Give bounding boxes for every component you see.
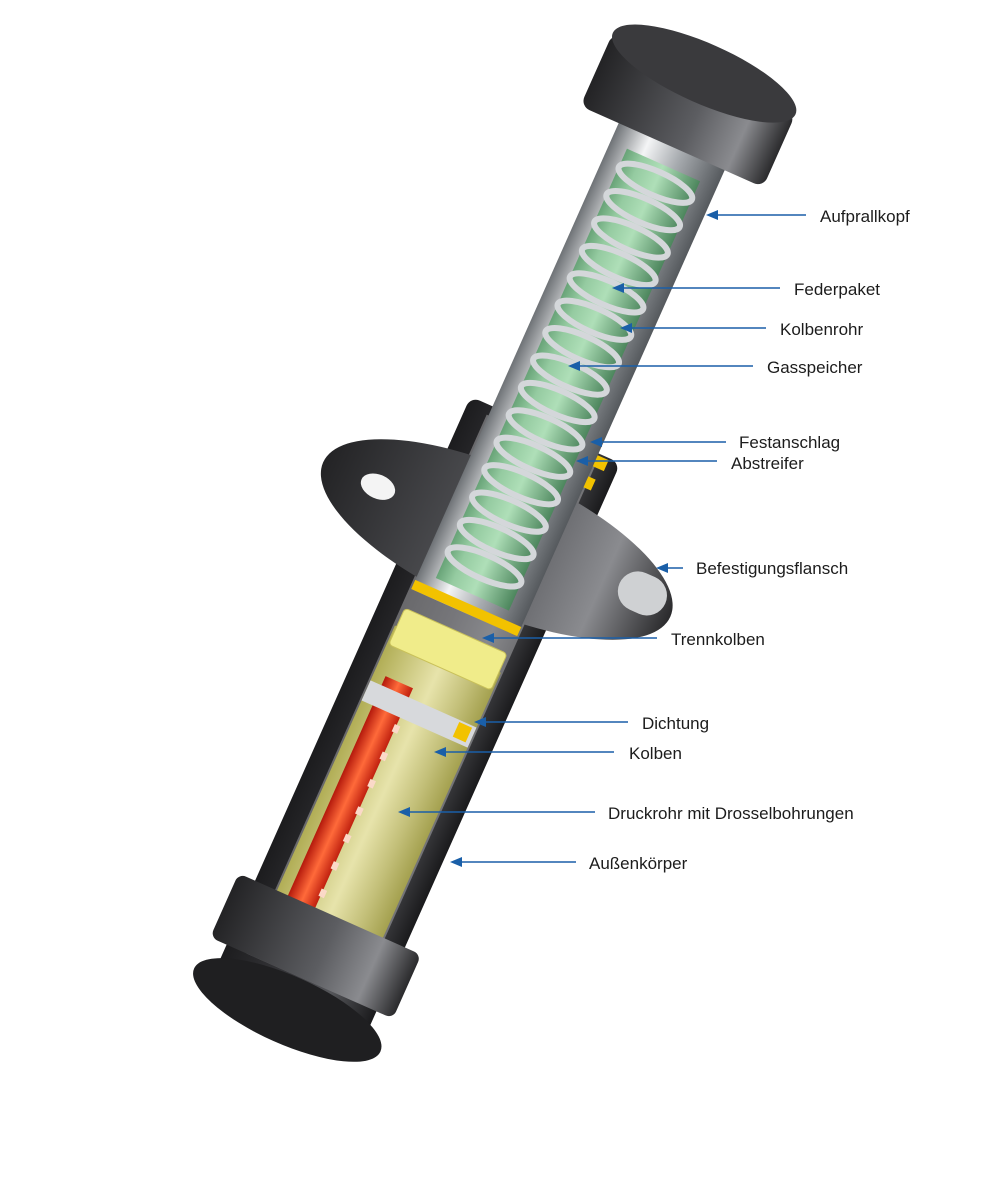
seal-ring bbox=[452, 722, 473, 743]
pressure-tube bbox=[263, 676, 413, 963]
label-festanschlag: Festanschlag bbox=[739, 433, 840, 452]
label-gasspeicher: Gasspeicher bbox=[767, 358, 863, 377]
label-trennkolben: Trennkolben bbox=[671, 630, 765, 649]
label-federpaket: Federpaket bbox=[794, 280, 880, 299]
separating-piston bbox=[389, 608, 507, 690]
label-aufprallkopf: Aufprallkopf bbox=[820, 207, 910, 226]
flange-hole bbox=[360, 473, 396, 500]
label-abstreifer: Abstreifer bbox=[731, 454, 804, 473]
label-befestigungsflansch: Befestigungsflansch bbox=[696, 559, 848, 578]
lock-nut bbox=[212, 875, 419, 1017]
label-kolbenrohr: Kolbenrohr bbox=[780, 320, 864, 339]
leader-lines bbox=[398, 210, 806, 867]
label-druckrohr: Druckrohr mit Drosselbohrungen bbox=[608, 804, 854, 823]
impact-head bbox=[583, 36, 793, 185]
piston bbox=[361, 680, 477, 748]
absorber-body bbox=[193, 24, 797, 1062]
impact-head-top bbox=[612, 24, 797, 123]
label-dichtung: Dichtung bbox=[642, 714, 709, 733]
labels: Aufprallkopf Federpaket Kolbenrohr Gassp… bbox=[589, 207, 910, 873]
yellow-guide-ring bbox=[411, 579, 522, 637]
label-kolben: Kolben bbox=[629, 744, 682, 763]
label-aussenkoerper: Außenkörper bbox=[589, 854, 688, 873]
flange-slot bbox=[617, 571, 667, 616]
bottom-cap bbox=[193, 958, 382, 1062]
spring-pack bbox=[444, 160, 696, 590]
